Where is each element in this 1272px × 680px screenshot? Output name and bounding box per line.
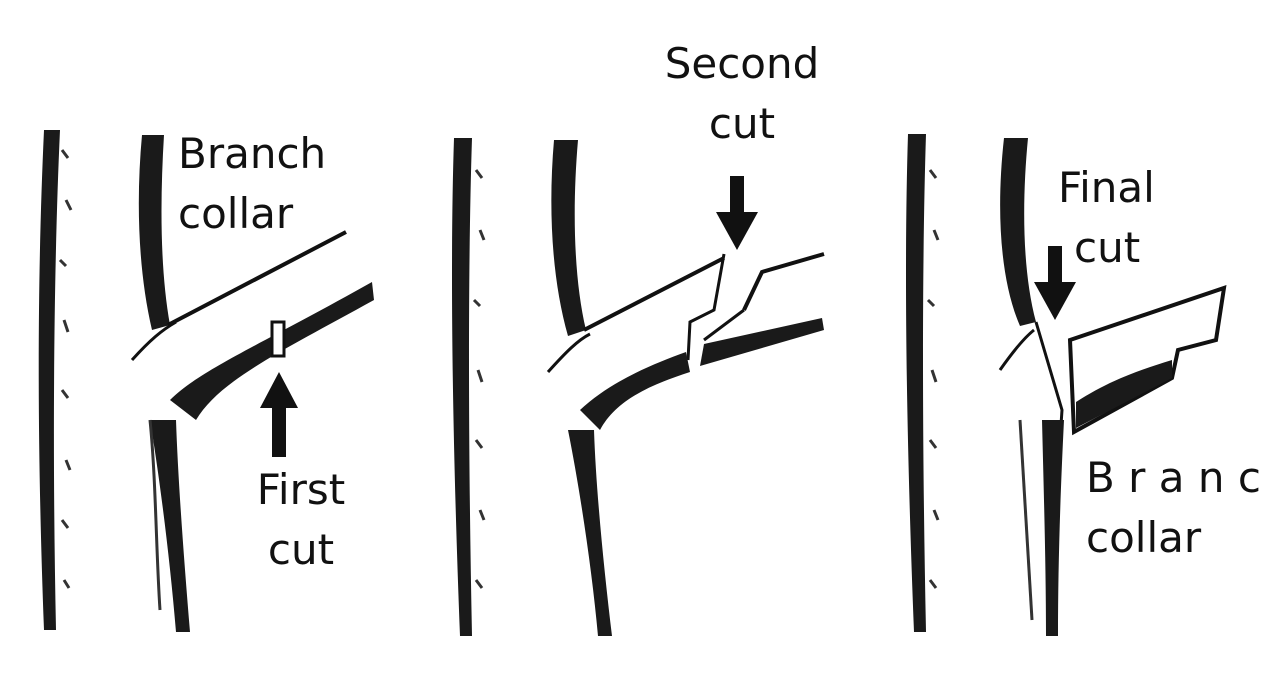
label-first-cut-line2: cut [246, 520, 356, 580]
label-branch-collar-1: Branch collar [178, 124, 326, 244]
trunk-bark-left [39, 130, 60, 630]
label-second-cut-line1: Second [652, 34, 832, 94]
label-branch-collar-1-line1: Branch [178, 124, 326, 184]
trunk-bark-texture-3 [928, 170, 938, 588]
trunk-upper-bark [139, 135, 170, 330]
label-branch-collar-1-line2: collar [178, 184, 326, 244]
trunk-lower-bark-3b [1020, 420, 1032, 620]
trunk-bark-left-2 [452, 138, 472, 636]
collar-curve-3 [1000, 330, 1034, 370]
label-branch-collar-3-line1: B r a n c h [1086, 448, 1272, 508]
label-branch-collar-3: B r a n c h collar [1086, 448, 1272, 568]
trunk-lower-bark-3 [1042, 420, 1064, 636]
first-cut-notch [272, 322, 284, 356]
label-first-cut: First cut [246, 460, 356, 580]
trunk-lower-bark-2b [568, 430, 612, 636]
label-final-cut-line2: cut [1058, 218, 1155, 278]
trunk-bark-texture [60, 150, 71, 588]
trunk-upper-bark-2 [551, 140, 586, 336]
first-cut-arrow [260, 372, 298, 457]
label-final-cut: Final cut [1058, 158, 1155, 278]
trunk-upper-bark-3 [1000, 138, 1036, 326]
removed-stub-piece [1070, 288, 1224, 432]
trunk-bark-left-3 [906, 134, 926, 632]
trunk-bark-texture-2 [474, 170, 484, 588]
label-final-cut-line1: Final [1058, 158, 1155, 218]
label-first-cut-line1: First [246, 460, 356, 520]
panel-second-cut [452, 138, 824, 636]
branch-upper-edge-2 [584, 258, 724, 330]
second-cut-arrow [716, 176, 758, 250]
label-branch-collar-3-line2: collar [1086, 508, 1272, 568]
detached-branch-piece [700, 254, 824, 366]
collar-curve-2 [548, 334, 590, 372]
branch-lower-bark-2 [580, 352, 690, 430]
label-second-cut: Second cut [652, 34, 832, 154]
label-second-cut-line2: cut [652, 94, 832, 154]
